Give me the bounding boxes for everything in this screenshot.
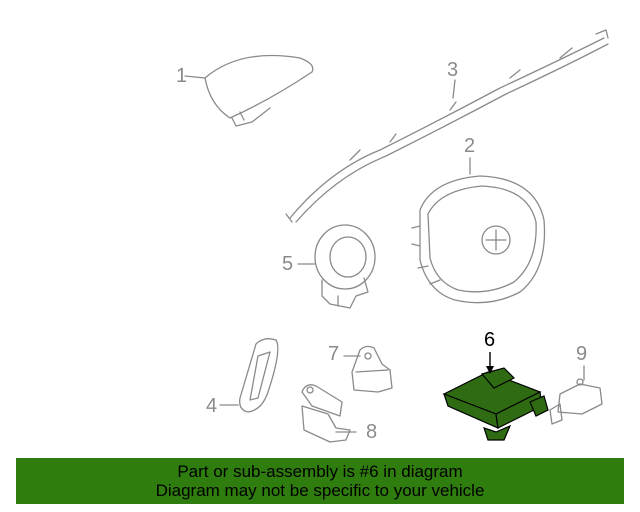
part-6-airbag-control-module [442, 352, 549, 441]
banner-line-2: Diagram may not be specific to your vehi… [155, 481, 485, 500]
callout-7: 7 [328, 343, 340, 365]
part-1-passenger-airbag [184, 54, 314, 127]
callout-2: 2 [464, 135, 476, 157]
callout-4: 4 [206, 395, 218, 417]
callout-8: 8 [366, 421, 378, 443]
leader-1 [184, 75, 206, 79]
part-9-side-sensor [549, 365, 603, 425]
part-7-impact-sensor [343, 345, 393, 393]
part-5-clock-spring [297, 224, 376, 309]
part-8-bracket [301, 384, 357, 443]
leader-3 [452, 79, 456, 99]
info-banner: Part or sub-assembly is #6 in diagram Di… [16, 458, 624, 504]
callout-5: 5 [282, 253, 294, 275]
part-2-driver-airbag [411, 157, 546, 304]
callout-6: 6 [484, 329, 496, 351]
part-3-curtain-airbag [285, 29, 609, 223]
parts-diagram [184, 29, 609, 443]
banner-line-1: Part or sub-assembly is #6 in diagram [177, 462, 463, 481]
callout-1: 1 [176, 65, 188, 87]
part-4-side-sensor [219, 338, 279, 413]
callout-9: 9 [576, 343, 588, 365]
callout-3: 3 [447, 59, 459, 81]
